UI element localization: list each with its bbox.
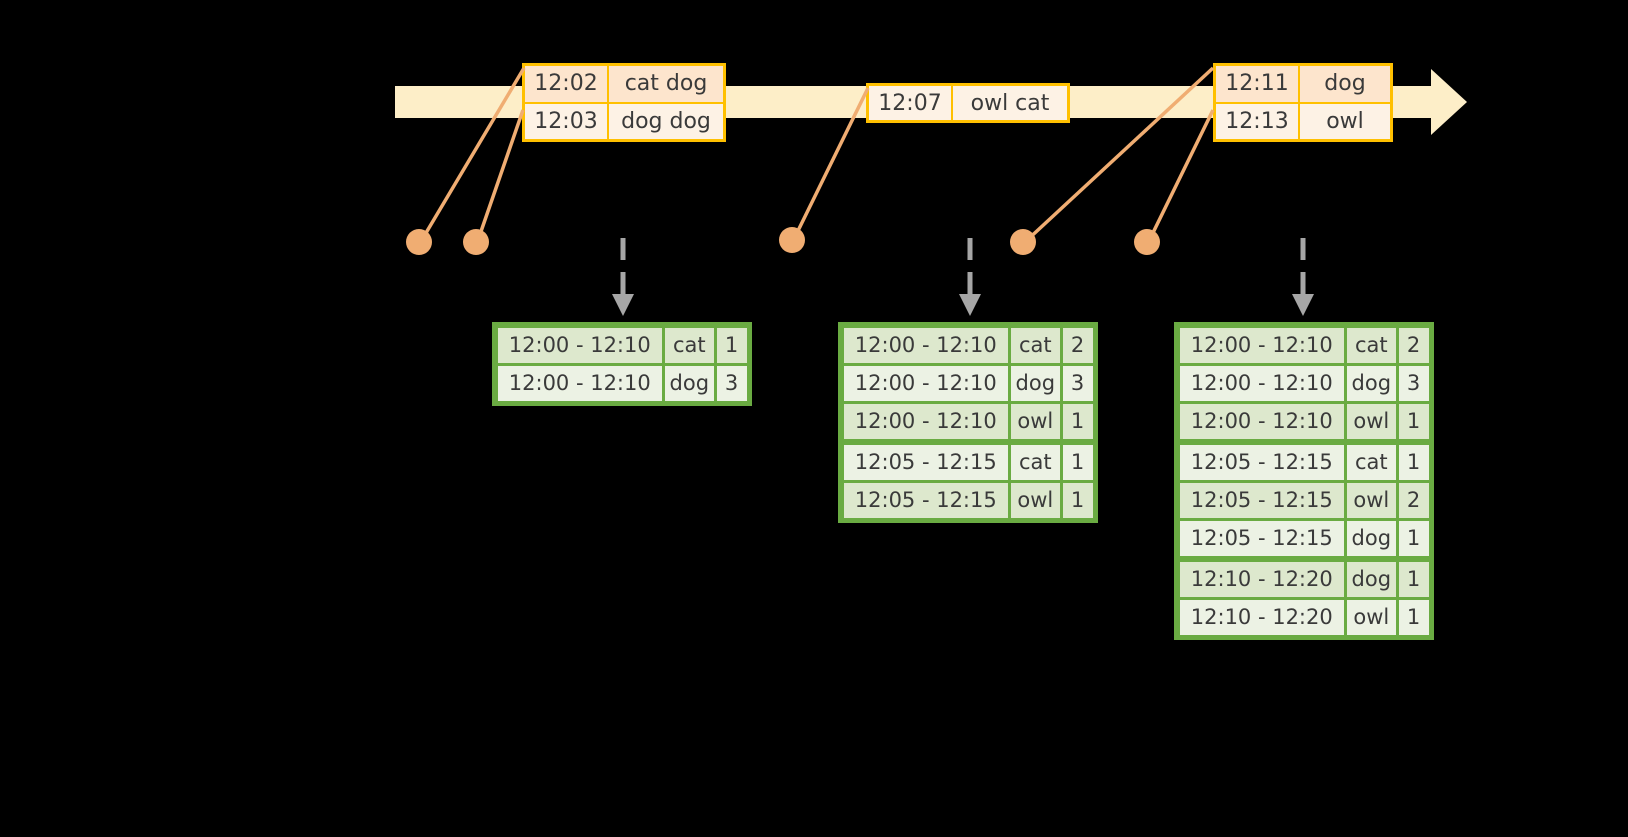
cell-word: owl [1011,482,1060,518]
cell-window: 12:05 - 12:15 [843,482,1008,518]
cell-count: 1 [1062,403,1093,439]
event-time: 12:13 [1216,103,1300,139]
cell-count: 1 [1398,403,1429,439]
cell-window: 12:00 - 12:10 [497,365,662,401]
cell-count: 1 [1062,482,1093,518]
window-group-separator [1178,440,1430,443]
event-words: dog [1300,66,1390,102]
cell-count: 1 [1062,444,1093,480]
event-time: 12:07 [869,86,953,120]
cell-window: 12:10 - 12:20 [1179,599,1344,635]
event-box-group-3[interactable]: 12:11 dog 12:13 owl [1213,63,1393,142]
event-words: owl cat [953,86,1067,120]
cell-window: 12:00 - 12:10 [1179,327,1344,363]
event-time: 12:02 [525,66,609,102]
cell-window: 12:00 - 12:10 [1179,403,1344,439]
emit-arrow-2 [959,238,981,316]
cell-word: owl [1347,599,1396,635]
event-dot-3[interactable] [779,227,805,253]
event-dot-1[interactable] [406,229,432,255]
cell-count: 3 [1062,365,1093,401]
emit-arrow-3 [1292,238,1314,316]
cell-word: owl [1011,403,1060,439]
cell-word: cat [665,327,714,363]
event-row: 12:03 dog dog [525,101,723,139]
cell-count: 1 [1398,561,1429,597]
cell-window: 12:05 - 12:15 [1179,482,1344,518]
cell-word: dog [1347,365,1396,401]
event-words: dog dog [609,103,723,139]
cell-word: owl [1347,403,1396,439]
cell-count: 3 [1398,365,1429,401]
event-row: 12:02 cat dog [525,66,723,102]
event-dot-5[interactable] [1134,229,1160,255]
cell-window: 12:00 - 12:10 [497,327,662,363]
cell-count: 1 [1398,520,1429,556]
cell-count: 2 [1398,327,1429,363]
event-time: 12:11 [1216,66,1300,102]
timeline-arrow-head [1431,69,1467,135]
cell-count: 1 [716,327,747,363]
event-dot-2[interactable] [463,229,489,255]
cell-window: 12:00 - 12:10 [843,403,1008,439]
cell-window: 12:05 - 12:15 [1179,444,1344,480]
event-words: owl [1300,103,1390,139]
cell-count: 2 [1062,327,1093,363]
cell-window: 12:05 - 12:15 [843,444,1008,480]
cell-word: cat [1011,327,1060,363]
emit-arrow-1 [612,238,634,316]
cell-count: 3 [716,365,747,401]
event-time: 12:03 [525,103,609,139]
cell-word: cat [1347,444,1396,480]
event-words: cat dog [609,66,723,102]
event-box-group-1[interactable]: 12:02 cat dog 12:03 dog dog [522,63,726,142]
cell-word: dog [1347,520,1396,556]
event-row: 12:11 dog [1216,66,1390,102]
cell-word: dog [1011,365,1060,401]
event-row: 12:13 owl [1216,101,1390,139]
cell-word: dog [1347,561,1396,597]
cell-word: cat [1011,444,1060,480]
cell-word: dog [665,365,714,401]
event-dot-4[interactable] [1010,229,1036,255]
cell-window: 12:00 - 12:10 [843,365,1008,401]
cell-count: 1 [1398,599,1429,635]
cell-window: 12:10 - 12:20 [1179,561,1344,597]
cell-word: owl [1347,482,1396,518]
cell-word: cat [1347,327,1396,363]
cell-window: 12:05 - 12:15 [1179,520,1344,556]
event-box-group-2[interactable]: 12:07 owl cat [866,83,1070,123]
cell-count: 2 [1398,482,1429,518]
window-group-separator [1178,557,1430,560]
event-row: 12:07 owl cat [869,86,1067,120]
window-group-separator [842,440,1094,443]
cell-window: 12:00 - 12:10 [1179,365,1344,401]
cell-count: 1 [1398,444,1429,480]
cell-window: 12:00 - 12:10 [843,327,1008,363]
